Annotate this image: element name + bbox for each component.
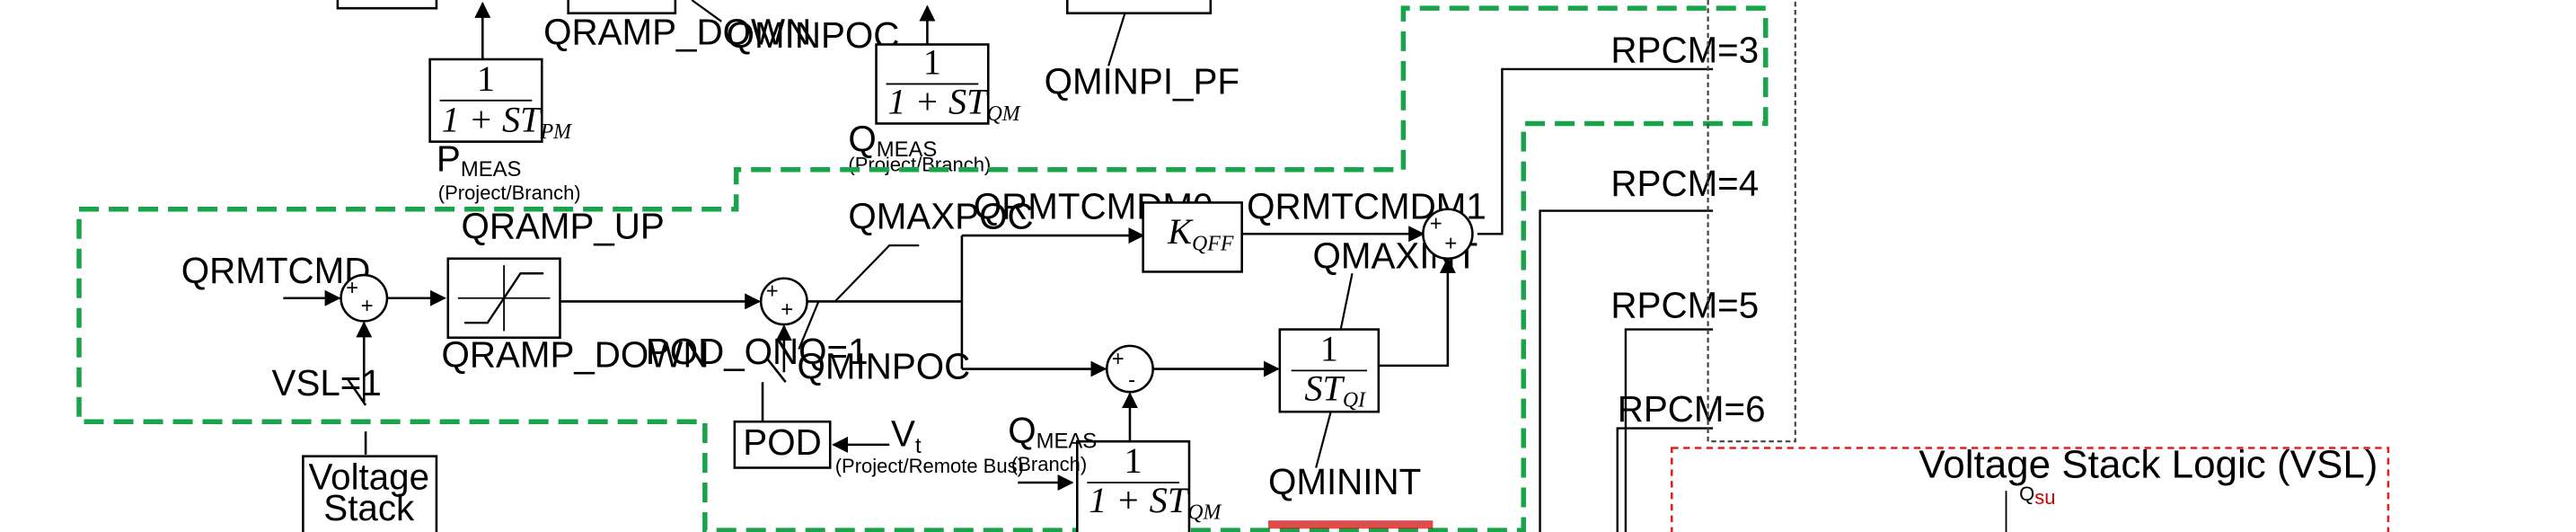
sum1-plus-a: + xyxy=(346,276,358,300)
qmaxpoc-label: QMAXPOC xyxy=(848,196,1033,237)
voltage-stack-block: Voltage Stack xyxy=(302,455,438,532)
vsl-box xyxy=(1670,447,2390,532)
qminpi-pf-label: QMINPI_PF xyxy=(1045,60,1239,102)
integrator-block: 1 STQI xyxy=(1278,328,1381,413)
sum2-plus-b: + xyxy=(781,297,793,322)
rpcm3-label: RPCM=3 xyxy=(1610,30,1759,71)
qminint-label: QMININT xyxy=(1268,461,1421,502)
sum3-minus: - xyxy=(1128,368,1135,393)
rpcm6-label: RPCM=6 xyxy=(1618,388,1766,430)
qramp-up-label: QRAMP_UP xyxy=(461,206,664,247)
sum-junction-2: + + xyxy=(759,277,808,326)
qmeas-bottom-note: (Branch) xyxy=(1011,453,1087,475)
vt-label: Vt xyxy=(891,413,922,458)
kqff-label: KQFF xyxy=(1167,211,1234,255)
kqff-block: KQFF xyxy=(1142,201,1243,273)
pmeas-label: PMEAS xyxy=(437,138,521,182)
pod-onq-label: POD_ONQ=1 xyxy=(646,331,869,372)
tf-qm-bottom-numerator: 1 xyxy=(1125,440,1142,481)
pod-block: POD xyxy=(733,420,832,469)
pmeas-note: (Project/Branch) xyxy=(438,182,581,204)
tf-pm-denominator: 1 + STPM xyxy=(441,100,572,144)
tf-qm-top-denominator: 1 + STQM xyxy=(887,81,1020,125)
voltage-stack-line2: Stack xyxy=(323,487,415,528)
qmeas-top-label: QMEAS xyxy=(848,119,937,162)
green-dashed-region xyxy=(76,5,1769,532)
qminpoc-top-label: QMINPOC xyxy=(727,14,900,56)
rpcm4-label: RPCM=4 xyxy=(1610,163,1759,204)
sum-junction-3: + - xyxy=(1106,344,1154,394)
qramp-down-top-label: QRAMP_DOWN xyxy=(543,11,811,52)
vt-note: (Project/Remote Bus) xyxy=(835,455,1024,477)
tf-qm-top-block: 1 1 + STQM xyxy=(875,41,1021,126)
rate-limiter-block xyxy=(446,257,561,340)
tf-pm-numerator: 1 xyxy=(477,58,495,99)
voltage-stack-line1: Voltage xyxy=(308,456,429,497)
cut-red-text xyxy=(1267,520,1434,529)
pod-label: POD xyxy=(743,421,821,463)
sum-junction-4: + + xyxy=(1422,208,1474,261)
qminpoc-label: QMINPOC xyxy=(798,346,971,387)
tf-qm-top-numerator: 1 xyxy=(923,41,941,82)
integrator-denominator: STQI xyxy=(1304,368,1366,412)
sum1-plus-b: + xyxy=(361,294,374,318)
qrmtcmd-label: QRMTCMD xyxy=(181,250,371,291)
sum2-plus-a: + xyxy=(766,279,779,304)
qmeas-top-note: (Project/Branch) xyxy=(848,154,991,176)
tf-pm-block: 1 1 + STPM xyxy=(428,58,572,144)
tf-qm-bottom-denominator: 1 + STQM xyxy=(1089,480,1222,524)
sum4-plus-b: + xyxy=(1444,232,1457,256)
vsl-inner-label: Qsu xyxy=(2019,483,2055,509)
vsl-title: Voltage Stack Logic (VSL) xyxy=(1919,443,2378,487)
tf-qm-bottom-block: 1 1 + STQM xyxy=(1075,439,1222,532)
qramp-down-label: QRAMP_DOWN xyxy=(441,334,709,376)
sum-junction-1: + + xyxy=(340,273,389,323)
rpcm-switch-lines xyxy=(1477,67,1714,532)
rpcm5-label: RPCM=5 xyxy=(1610,285,1759,326)
sum3-plus: + xyxy=(1112,347,1125,371)
rpcm-selector-box xyxy=(1707,0,1796,443)
top-partial-blocks xyxy=(336,0,1213,66)
sum4-plus-a: + xyxy=(1430,212,1442,236)
integrator-numerator: 1 xyxy=(1320,328,1338,368)
qmeas-bottom-label: QMEAS xyxy=(1008,410,1097,453)
